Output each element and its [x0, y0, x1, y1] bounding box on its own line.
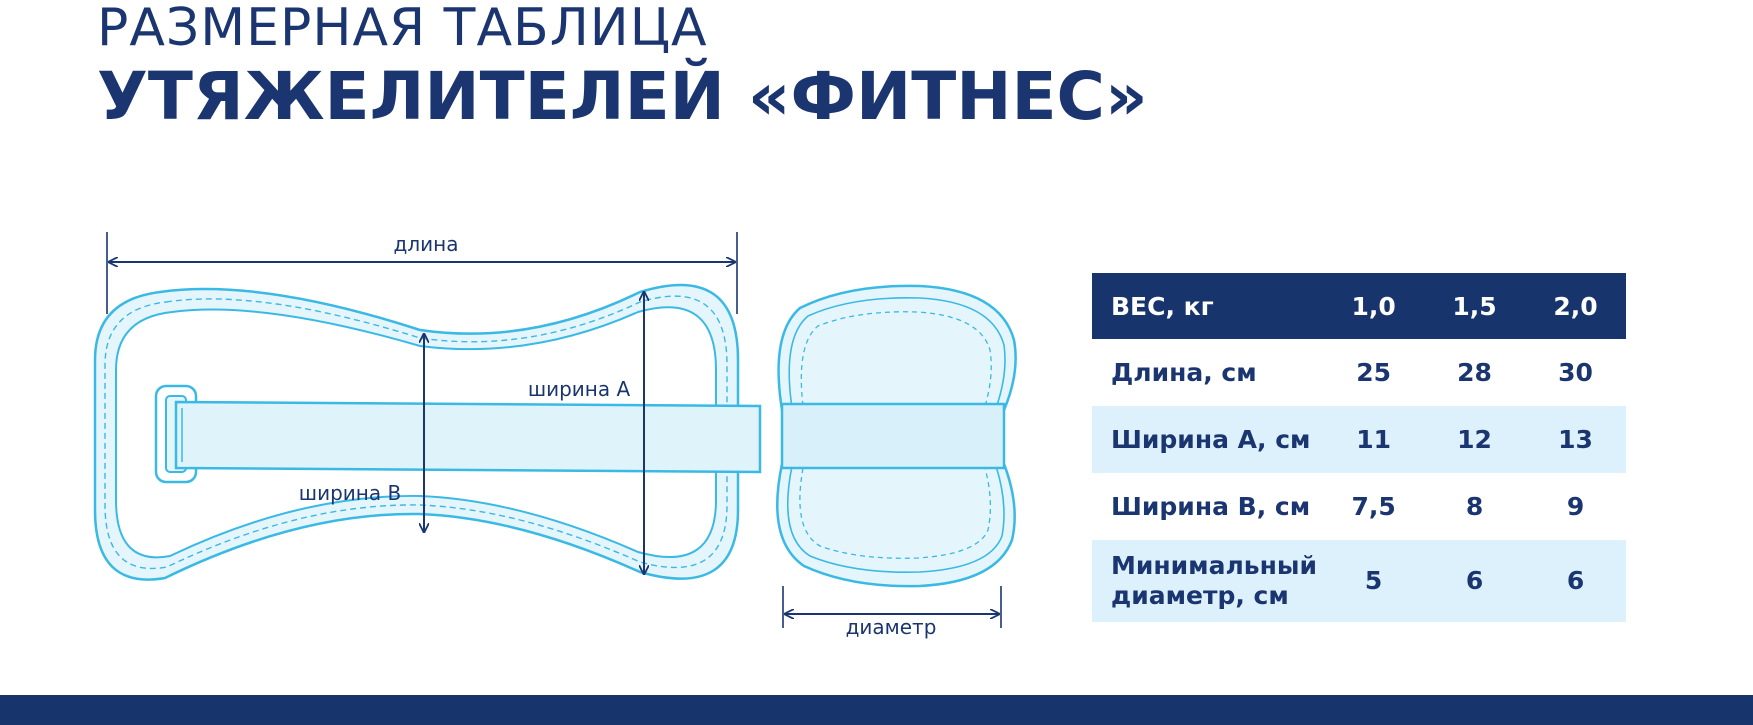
table-row-length: Длина, см 25 28 30	[1092, 339, 1626, 406]
table-row-width-a: Ширина А, см 11 12 13	[1092, 406, 1626, 473]
cell-value: 30	[1558, 358, 1593, 387]
row-label: Минимальный диаметр, см	[1092, 540, 1324, 622]
width-a-label: ширина А	[528, 377, 631, 401]
cell-value: 25	[1356, 358, 1392, 387]
cell-value: 9	[1566, 492, 1585, 521]
cell-value: 13	[1525, 406, 1626, 473]
diameter-label: диаметр	[846, 615, 937, 639]
size-table: ВЕС, кг 1,0 1,5 2,0 Длина, см 25 28 30 Ш…	[1092, 273, 1626, 622]
title-line-2: УТЯЖЕЛИТЕЛЕЙ «ФИТНЕС»	[97, 58, 1148, 135]
row-label-line-2: диаметр, см	[1111, 581, 1289, 610]
rolled-bottom-lobe	[776, 462, 1016, 588]
header-weight-1: 1,0	[1323, 273, 1425, 339]
length-label: длина	[394, 232, 459, 256]
header-weight-3: 2,0	[1525, 273, 1626, 339]
row-label: Длина, см	[1111, 358, 1257, 387]
cell-value: 11	[1323, 406, 1425, 473]
cell-value: 6	[1525, 540, 1626, 622]
header-weight: ВЕС, кг	[1092, 273, 1324, 339]
table-header-row: ВЕС, кг 1,0 1,5 2,0	[1092, 273, 1626, 339]
pad-stitch-line	[104, 295, 728, 570]
width-b-label: ширина В	[299, 481, 401, 505]
table-row-width-b: Ширина В, см 7,5 8 9	[1092, 473, 1626, 540]
cell-value: 12	[1424, 406, 1526, 473]
cell-value: 6	[1424, 540, 1526, 622]
footer-bar	[0, 695, 1753, 725]
rolled-strap	[780, 402, 1006, 470]
row-label: Ширина В, см	[1111, 492, 1311, 521]
rolled-top-lobe	[777, 284, 1017, 412]
cell-value: 8	[1465, 492, 1484, 521]
title-line-1: РАЗМЕРНАЯ ТАБЛИЦА	[97, 0, 708, 58]
strap-band	[174, 400, 762, 474]
table-row-min-diameter: Минимальный диаметр, см 5 6 6	[1092, 540, 1626, 622]
cell-value: 28	[1457, 358, 1492, 387]
row-label-line-1: Минимальный	[1111, 551, 1318, 580]
header-weight-2: 1,5	[1424, 273, 1526, 339]
row-label: Ширина А, см	[1092, 406, 1324, 473]
cell-value: 7,5	[1351, 492, 1396, 521]
cell-value: 5	[1323, 540, 1425, 622]
